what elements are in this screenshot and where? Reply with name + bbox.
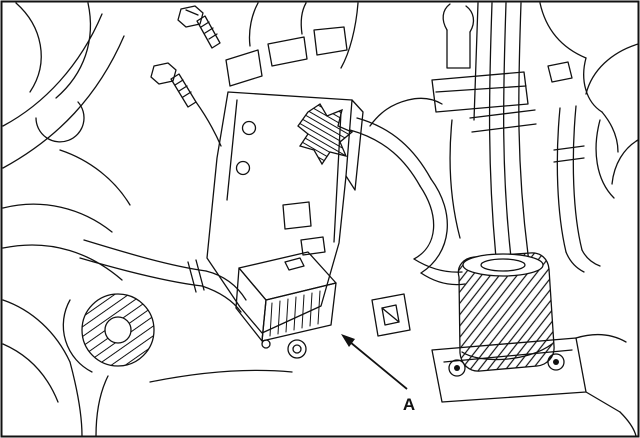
wiring-harness-loop bbox=[349, 97, 466, 286]
right-hose-vertical bbox=[553, 105, 615, 273]
bracket-upper-tabs bbox=[225, 2, 359, 87]
mounting-bolt-1 bbox=[177, 5, 221, 49]
top-right-parts bbox=[431, 2, 639, 185]
small-bracket-slot bbox=[371, 293, 411, 337]
left-engine-contours bbox=[2, 2, 131, 437]
connector-pins bbox=[269, 290, 321, 337]
connector-block bbox=[235, 251, 337, 359]
bottom-contours bbox=[149, 369, 637, 437]
callout-arrowhead bbox=[341, 334, 355, 347]
callout-a: A bbox=[341, 334, 415, 414]
right-mount-plate bbox=[431, 333, 627, 413]
harness-clip bbox=[297, 103, 354, 166]
callout-label-a: A bbox=[403, 395, 415, 414]
lower-left-pulley bbox=[62, 293, 155, 373]
callout-arrow-line bbox=[349, 341, 408, 390]
ecm-bracket-plate bbox=[206, 91, 364, 334]
drive-belt-lines bbox=[449, 2, 537, 269]
coolant-hoses-left bbox=[79, 239, 247, 313]
mounting-bolt-2 bbox=[150, 62, 222, 147]
